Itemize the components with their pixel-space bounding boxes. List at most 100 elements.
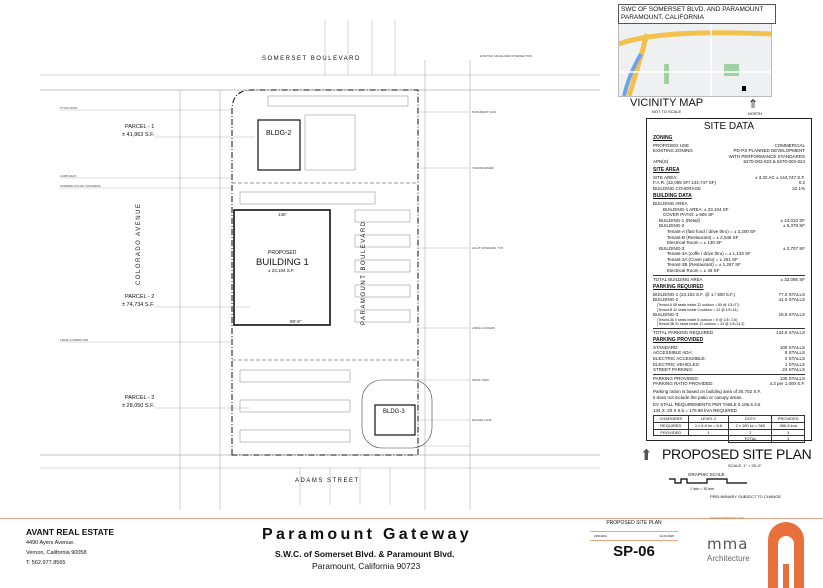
ev-cell: TOTAL	[728, 435, 773, 443]
note-line: Parking ration is based on building area…	[653, 388, 762, 394]
total-building-area: TOTAL BUILDING AREA± 32,095 SF	[653, 276, 805, 282]
parcel-3-area: ± 28,050 S.F.	[122, 403, 155, 409]
parking-provided-row-value: 24 STALLS	[782, 367, 805, 373]
parking-required-label: (Tenant-3A 0 seats inside 8 outdoor = 8 …	[657, 317, 738, 322]
vicinity-map-title: VICINITY MAP	[630, 97, 704, 109]
parking-total-row: PARKING PROVIDED: 135 STALLS	[653, 376, 805, 382]
parking-required-row: (Tenant-B 42 seats inside 0 outdoor = 42…	[653, 308, 805, 313]
ev-cell: 3	[771, 428, 805, 437]
building-data-row: Tenant-A (fast food / drive thru) = ± 3,…	[653, 229, 805, 235]
graphic-scale-bar	[669, 478, 747, 484]
project-city: Paramount, California 90723	[312, 561, 421, 571]
parking-provided-row-value: 8 STALLS	[784, 350, 805, 356]
building-data-row: BUILDING AREA	[653, 201, 805, 207]
building-data-row: BUILDING-1 AREA: ± 23,104 SF	[653, 207, 805, 213]
parking-provided-row-label: ELECTRIC ACCESSIBLE:	[653, 356, 706, 361]
ev-cell: 2 x 180 kv = 360	[728, 421, 773, 430]
building-data-value: ± 5,378 SF	[783, 223, 805, 229]
building-data-row: BUILDING-2 ± 5,378 SF	[653, 223, 805, 229]
parking-total-row-value: 4.3 per 1,000 S.F.	[769, 381, 805, 387]
architect-website: mmaarchitecture.com	[710, 516, 744, 520]
parking-provided-heading: PARKING PROVIDED	[653, 337, 704, 344]
client-address2: Vernon, California 90058	[26, 550, 87, 556]
parking-required-value: 41.0 STALLS	[778, 297, 805, 303]
ev-header-cell: DCFC	[728, 415, 773, 423]
building-data-label: Tenant-B (Restaurant) = ± 2,048 SF	[667, 234, 739, 240]
building-data-value: ± 24,010 SF	[780, 217, 805, 223]
building-1-label: BUILDING 1	[256, 257, 309, 268]
parking-provided-row: STANDARD:100 STALLS	[653, 345, 805, 351]
parking-required-label: (Tenant-B 42 seats inside 0 outdoor = 42…	[657, 307, 738, 312]
building-data-heading: BUILDING DATA	[653, 193, 692, 200]
building-1-dim-top: 140'	[278, 212, 287, 217]
street-label-east: PARAMOUNT BOULEVARD	[361, 220, 367, 325]
parking-required-label: BUILDING-2	[653, 297, 679, 303]
zoning-row-label: EXISTING ZONING	[653, 148, 693, 154]
building-data-label: Electrical Room = ± 46 SF	[667, 268, 720, 274]
client-info: AVANT REAL ESTATE 4490 Ayers Avenue. Ver…	[26, 528, 114, 567]
client-phone: T: 562.977.8565	[26, 560, 66, 566]
building-data-label: Electrical Room = ± 130 SF	[667, 240, 722, 246]
building-data-label: BUILDING-3	[659, 245, 685, 251]
callout: EXISTING SIGNALIZED INTERSECTION	[480, 54, 532, 58]
north-label: NORTH	[748, 111, 763, 116]
site-area-row-value: 0.2	[798, 180, 805, 186]
building-data-label: COVER PATIO: ± 906 SF	[663, 212, 714, 218]
note-line: 134 X .20 X 6.6 = 176.88 kVA REQUIRED	[653, 407, 737, 413]
building-data-label: Tenant-3A (Cover patio) = ± 261 SF	[667, 256, 738, 262]
parking-required-row: BUILDING-2 41.0 STALLS	[653, 297, 805, 303]
ev-cell	[688, 436, 728, 443]
site-area-row-value: 22.1%	[792, 185, 805, 191]
architect-logo-text: mma	[707, 535, 749, 553]
graphic-scale-label: GRAPHIC SCALE	[688, 472, 725, 477]
parcel-2-area: ± 74,734 S.F.	[122, 302, 155, 308]
parking-total-row-label: PARKING PROVIDED:	[653, 375, 699, 381]
building-data-row: Electrical Room = ± 46 SF	[653, 268, 805, 274]
job-number: 23013MA	[594, 534, 607, 538]
callout: 2-BIKE LOCKERS	[472, 326, 495, 330]
vicinity-location-line1: SWC OF SOMERSET BLVD. AND PARAMOUNT	[621, 6, 764, 13]
zoning-row: APN(S)6270-002-023 & 6270-002-024	[653, 159, 805, 165]
parking-provided-row: ACCESSIBLE ADA:8 STALLS	[653, 350, 805, 356]
ev-header-cell: PROVIDED	[771, 415, 805, 423]
parking-required-heading: PARKING REQUIRED	[653, 284, 704, 291]
building-data-label: BUILDING-2	[659, 223, 685, 229]
site-location-marker	[742, 86, 746, 91]
zoning-row-value: COMMERCIAL	[774, 142, 805, 148]
parking-total-row-value: 135 STALLS	[779, 375, 805, 381]
building-data-label: Tenant-3B (Restaurant) = ± 1,267 SF	[667, 262, 741, 268]
project-name: Paramount Gateway	[262, 526, 472, 543]
callout: LIGHT STANDARD, TYP.	[472, 246, 504, 250]
zoning-row-value: WITH PERFORMANCE STANDARDS	[728, 153, 805, 159]
callout: ESCAPE LANE	[472, 418, 492, 422]
site-area-row: F.A.R. (32,095 SF/ 144,747 SF)0.2	[653, 180, 805, 186]
parcel-1-area: ± 41,963 S.F.	[122, 132, 155, 138]
building-data-label: Tenant-3A (coffe / drive thru) = ± 1,133…	[667, 251, 751, 257]
parking-required-row: (Tenant-3B 31 seats inside 12 outdoor = …	[653, 322, 805, 327]
building-data-label: BUILDING AREA	[653, 200, 688, 206]
parking-required-value: 77.0 STALLS	[778, 291, 805, 297]
parcel-2-label: PARCEL - 2	[125, 294, 154, 300]
building-data-row: Electrical Room = ± 130 SF	[653, 240, 805, 246]
callout: CURB RACK	[60, 174, 77, 178]
parking-total-row-label: PARKING RATIO PROVIDED:	[653, 381, 714, 387]
parking-provided-row-label: ELECTRIC VEHICLES:	[653, 361, 701, 367]
parking-provided-row: ELECTRIC VEHICLES:1 STALLS	[653, 362, 805, 368]
street-label-north: SOMERSET BOULEVARD	[262, 56, 361, 62]
building-1-dim-bottom: 99'-5"	[290, 319, 302, 324]
preliminary-note: PRELIMINARY SUBJECT TO CHANGE	[710, 494, 781, 499]
zoning-row: PROPOSED USE COMMERCIAL	[653, 143, 805, 149]
vicinity-map-subtitle: NOT TO SCALE	[652, 109, 682, 114]
client-address1: 4490 Ayers Avenue.	[26, 540, 75, 546]
parking-required-label: (Tenant-3B 31 seats inside 12 outdoor = …	[657, 322, 745, 327]
parking-required-row: BUILDING-1 (23,104 S.F. @ 1 / 300 S.F.)7…	[653, 292, 805, 298]
parking-required-value: 16.9 STALLS	[778, 312, 805, 318]
site-area-row-value: ± 3.32 AC ± 144,747 S.F.	[755, 174, 805, 180]
building-1-area: ± 23,104 S.F.	[268, 268, 295, 273]
vicinity-map	[618, 23, 772, 97]
zoning-row-label: PROPOSED USE	[653, 142, 690, 148]
